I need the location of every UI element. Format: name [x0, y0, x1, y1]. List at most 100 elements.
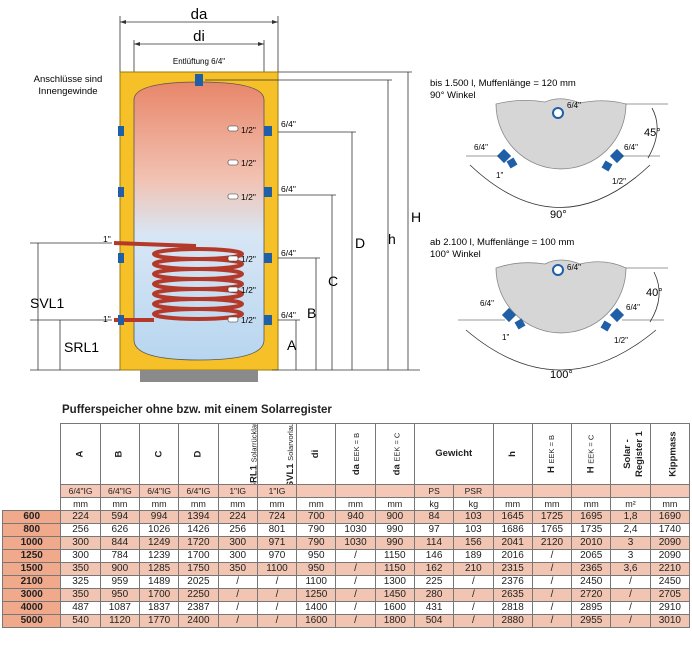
hdr-D: D [192, 450, 204, 458]
table-cell: 2365 [571, 562, 612, 576]
vent-label: Entlüftung 6/4" [173, 57, 225, 66]
table-cell: 1300 [374, 575, 415, 589]
table-cell: 146 [413, 549, 455, 563]
top-view-100: ab 2.100 l, Muffenlänge = 100 mm 100° Wi… [430, 237, 668, 381]
connection-cell [610, 484, 651, 498]
hdr-SVL1: SVL1 [285, 463, 297, 485]
table-cell: / [217, 575, 258, 589]
table-cell: 1285 [138, 562, 180, 576]
connection-cell [649, 484, 691, 498]
sleeve-label-4: 1/2" [241, 254, 256, 264]
table-cell: / [453, 601, 494, 615]
table-cell: 280 [413, 588, 455, 602]
table-cell: 84 [413, 510, 455, 524]
table-cell: 504 [413, 614, 455, 628]
tv100-conn-left-small: 1" [502, 333, 509, 342]
table-cell: 950 [296, 562, 337, 576]
table-cell: / [256, 575, 298, 589]
table-cell: / [335, 549, 376, 563]
table-cell: 1426 [178, 523, 219, 537]
srl1-label: SRL1 [64, 339, 99, 355]
connection-cell [335, 484, 376, 498]
unit-cell: mm [296, 497, 337, 511]
connection-cell: 6/4"IG [178, 484, 219, 498]
connection-cell: PS [413, 484, 455, 498]
table-cell: 900 [99, 562, 140, 576]
table-cell: 1030 [335, 536, 376, 550]
table-cell: / [610, 614, 651, 628]
table-cell: / [335, 575, 376, 589]
dim-di-label: di [193, 28, 205, 45]
table-cell: / [217, 601, 258, 615]
table-cell: 224 [60, 510, 101, 524]
table-cell: 300 [217, 536, 258, 550]
table-cell: 3 [610, 536, 651, 550]
hdr-H-c: H [585, 466, 597, 474]
table-cell: 990 [374, 536, 415, 550]
top-view-90-line2: 90° Winkel [430, 90, 476, 101]
connection-cell: 6/4"IG [99, 484, 140, 498]
table-cell: 189 [453, 549, 494, 563]
table-cell: 2376 [492, 575, 533, 589]
volume-cell: 1000 [1, 536, 62, 550]
table-cell: 300 [60, 549, 101, 563]
table-cell: / [335, 614, 376, 628]
table-cell: 2010 [571, 536, 612, 550]
table-cell: 790 [296, 523, 337, 537]
unit-cell: mm [649, 497, 691, 511]
table-cell: / [531, 588, 573, 602]
hdr-H-b: H [545, 466, 557, 474]
table-cell: 950 [296, 549, 337, 563]
unit-cell: m² [610, 497, 651, 511]
table-cell: 162 [413, 562, 455, 576]
table-cell: / [453, 588, 494, 602]
top-view-90: bis 1.500 l, Muffenlänge = 120 mm 90° Wi… [430, 78, 668, 221]
connection-cell: 6/4"IG [60, 484, 101, 498]
table-cell: 2210 [649, 562, 691, 576]
dim-da-label: da [191, 6, 208, 23]
dim-A-label: A [287, 337, 297, 353]
note-line2: Innengewinde [38, 86, 97, 97]
hdr-da-b-sub: EEK = B [352, 432, 362, 462]
table-cell: 950 [99, 588, 140, 602]
table-cell: 103 [453, 510, 494, 524]
volume-cell: 3000 [1, 588, 62, 602]
unit-cell: mm [256, 497, 298, 511]
unit-cell: mm [335, 497, 376, 511]
conn-64-label-2: 6/4" [281, 184, 296, 194]
table-cell: 2025 [178, 575, 219, 589]
hdr-da-b: da [351, 464, 363, 476]
hdr-gewicht: Gewicht [413, 423, 494, 485]
unit-cell: mm [178, 497, 219, 511]
table-cell: / [610, 588, 651, 602]
dim-C-label: C [328, 273, 338, 289]
tank-connections [118, 126, 272, 325]
unit-cell: mm [99, 497, 140, 511]
top-view-100-line1: ab 2.100 l, Muffenlänge = 100 mm [430, 237, 574, 248]
table-cell: 1645 [492, 510, 533, 524]
dim-h-label: h [388, 231, 396, 247]
table-cell: 300 [60, 536, 101, 550]
table-cell: 1690 [649, 510, 691, 524]
volume-cell: 800 [1, 523, 62, 537]
table-cell: 1100 [296, 575, 337, 589]
spec-table: A B C D SRL1 Solarrücklauf SVL1 Solarvor… [1, 423, 691, 628]
sleeve-label-3: 1/2" [241, 192, 256, 202]
table-cell: 2120 [531, 536, 573, 550]
hdr-h: h [506, 451, 518, 457]
tv100-conn-right-small: 1/2" [614, 336, 628, 345]
dim-H-label: H [411, 209, 421, 225]
dim-di: di [133, 28, 265, 72]
table-cell: 1026 [138, 523, 180, 537]
table-cell: 350 [217, 562, 258, 576]
table-cell: 1450 [374, 588, 415, 602]
table-cell: 97 [413, 523, 455, 537]
table-cell: 325 [60, 575, 101, 589]
table-cell: 3,6 [610, 562, 651, 576]
sleeve-label-6: 1/2" [241, 315, 256, 325]
table-cell: 1150 [374, 562, 415, 576]
